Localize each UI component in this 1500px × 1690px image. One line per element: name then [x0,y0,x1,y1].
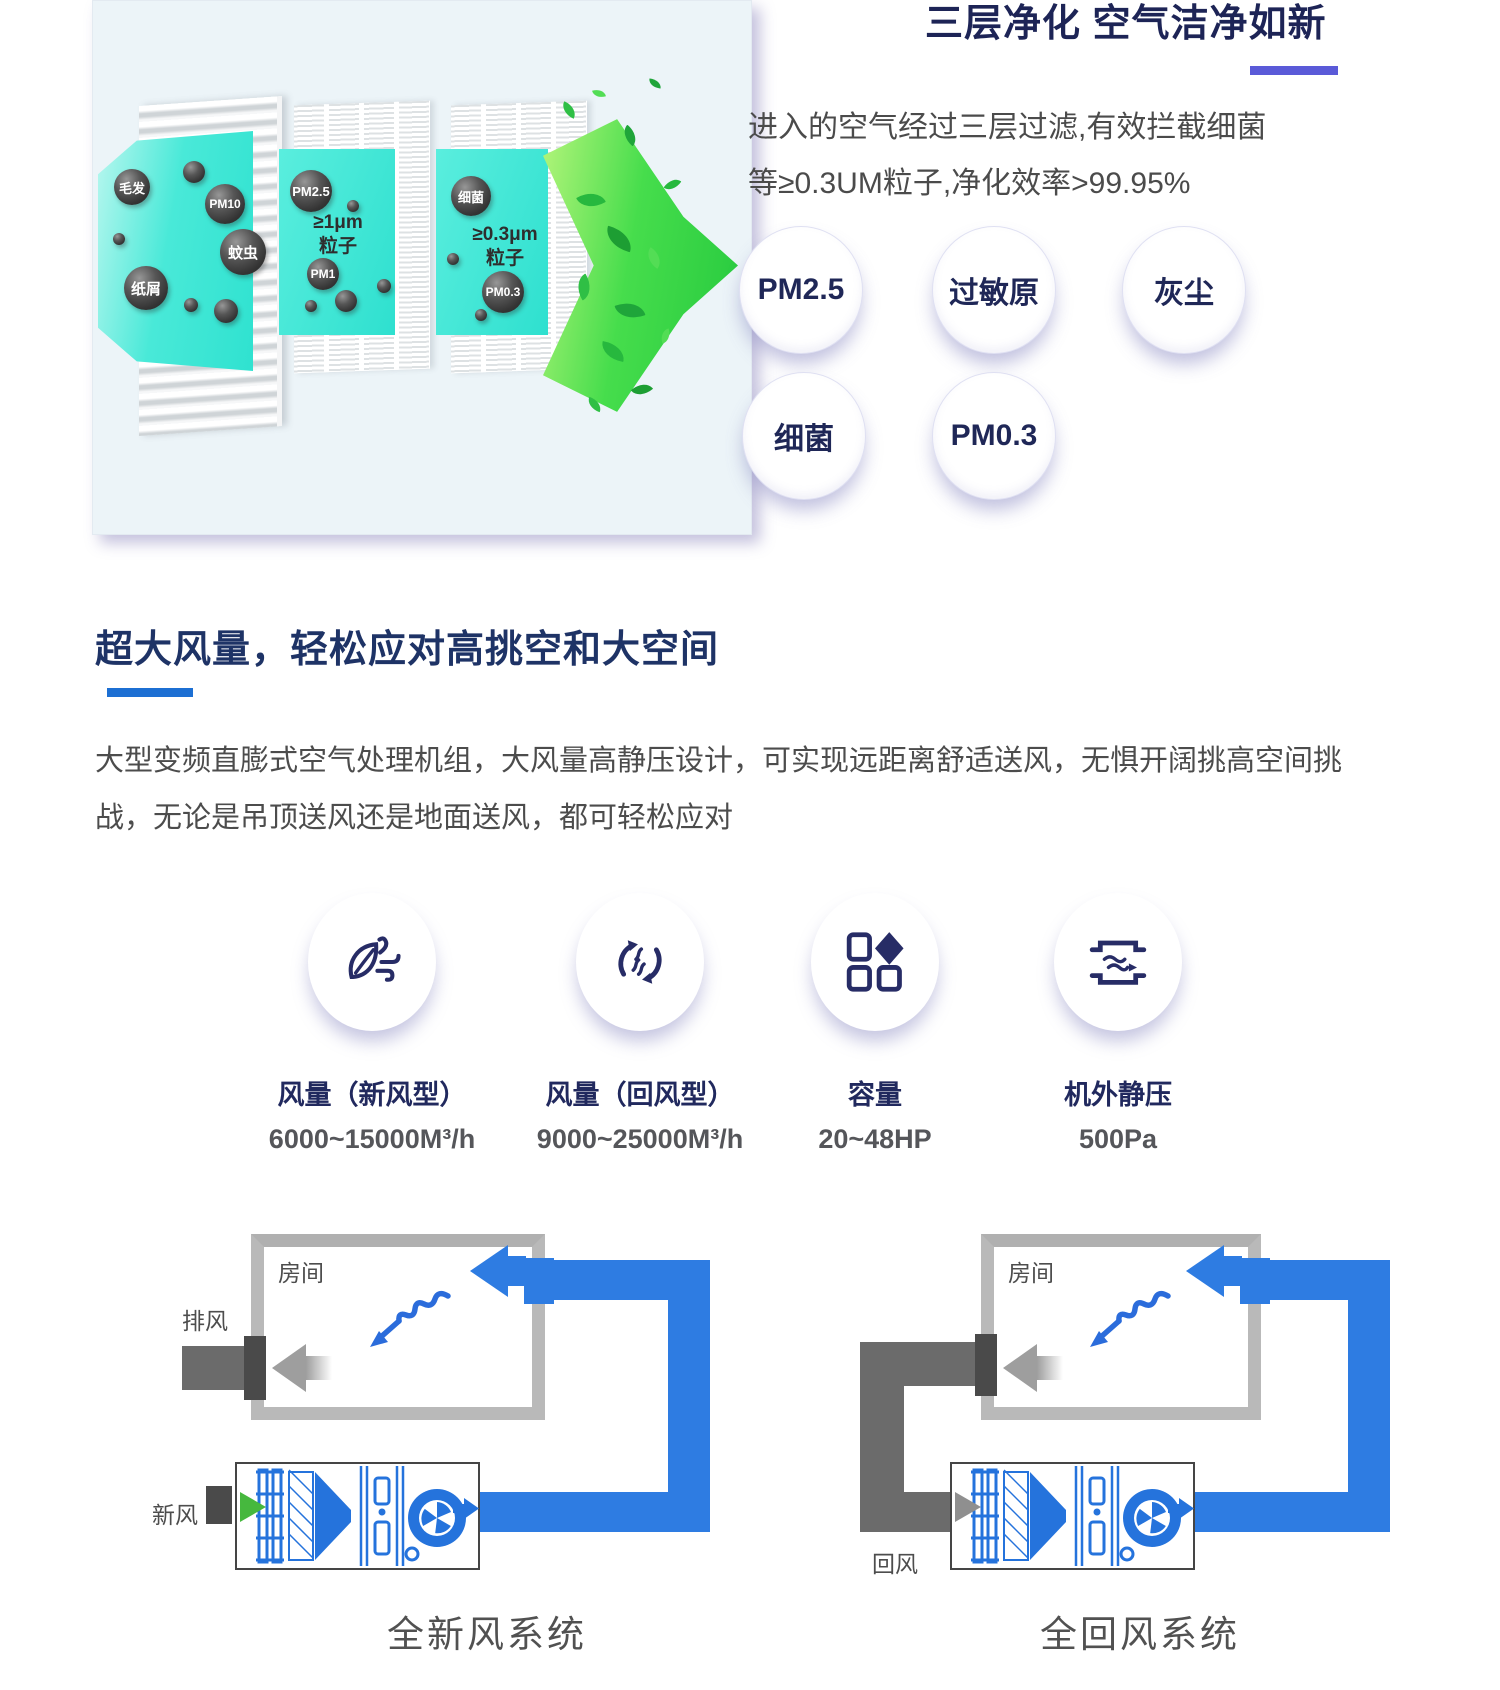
spec-label: 风量（新风型） [277,1080,467,1110]
circulation-icon [618,940,662,984]
return-arrow-tail [1037,1356,1063,1380]
particle-dot [447,253,459,265]
spec-icon-circle [308,893,436,1031]
stage2-caption: ≥1μm 粒子 [313,212,363,257]
supply-arrow-tail [506,1256,526,1286]
particle-dot [335,290,357,312]
badge-bacteria: 细菌 [742,372,866,500]
leaf-icon [648,78,662,89]
spec-static-pressure: 机外静压 500Pa [984,893,1252,1155]
badge-pm25: PM2.5 [739,226,863,354]
spec-label: 风量（回风型） [545,1080,735,1110]
leaf-wind-icon [348,936,401,982]
return-supply-arrow-icon [1186,1245,1224,1297]
title-underline [1250,66,1338,75]
accent-bar [107,688,193,697]
return-supply-pipe-vertical [1348,1260,1390,1532]
supply-pipe-bottom [478,1492,710,1532]
spec-label: 容量 [848,1080,902,1110]
return-air-caption: 全回风系统 [1040,1614,1240,1655]
spec-icon-circle [1054,893,1182,1031]
spec-value: 9000~25000M³/h [536,1124,744,1154]
modules-icon [846,932,904,992]
return-supply-arrow-tail [1222,1256,1242,1286]
particle-mosquito: 蚊虫 [220,229,266,275]
exhaust-label: 排风 [182,1308,228,1334]
particle-pm1: PM1 [307,258,339,290]
supply-inlet-stub [524,1258,554,1304]
airflow-squiggle-icon [1090,1290,1171,1347]
spec-value: 20~48HP [818,1124,932,1154]
purify-description: 进入的空气经过三层过滤,有效拦截细菌 等≥0.3UM粒子,净化效率>99.95% [748,111,1267,200]
fresh-air-arrow-icon [240,1492,266,1522]
particle-dot [184,298,198,312]
fresh-air-caption: 全新风系统 [387,1614,587,1655]
badge-pm03: PM0.3 [932,372,1056,500]
return-supply-pipe-bottom [1193,1492,1390,1532]
return-label: 回风 [872,1551,918,1577]
supply-arrow-icon [470,1245,508,1297]
fresh-air-label: 新风 [152,1502,198,1528]
fresh-air-stub [206,1486,232,1524]
leaf-icon [592,87,606,100]
airflow-squiggle-icon [370,1290,451,1347]
particle-dot [475,309,487,321]
supply-pipe-vertical [668,1260,710,1532]
purify-section-title: 三层净化 空气洁净如新 [925,3,1327,45]
spec-return-airflow: 风量（回风型） 9000~25000M³/h [506,893,774,1155]
spec-label: 机外静压 [1064,1080,1172,1110]
room-box-fresh [251,1234,545,1420]
particle-hair: 毛发 [114,169,150,205]
duct-pressure-icon [1089,940,1147,985]
return-pipe-bottom [860,1492,952,1532]
return-inlet-arrow-icon [955,1492,981,1522]
exhaust-arrow-tail [306,1356,332,1380]
particle-pm03: PM0.3 [482,271,524,313]
badge-dust: 灰尘 [1122,226,1246,354]
particle-dot [377,279,391,293]
leaf-icon [663,175,682,194]
room-label: 房间 [1008,1260,1054,1286]
return-arrow-icon [1003,1344,1037,1392]
return-outlet-stub [975,1334,997,1396]
particle-dot [113,233,125,245]
exhaust-duct [182,1346,248,1390]
particle-dot [183,161,205,183]
particle-dot [347,200,359,212]
spec-capacity: 容量 20~48HP [741,893,1009,1155]
spec-icon-circle [576,893,704,1031]
spec-value: 500Pa [1078,1124,1158,1154]
filter-stages-image: 毛发 PM10 蚊虫 纸屑 PM2.5 ≥1μm 粒子 PM1 细菌 ≥0.3μ… [92,0,752,535]
badge-allergen: 过敏原 [932,226,1056,354]
spec-fresh-airflow: 风量（新风型） 6000~15000M³/h [238,893,506,1155]
ahu-unit-illustration [950,1462,1195,1570]
stage3-caption: ≥0.3μm 粒子 [472,224,538,269]
particle-paper: 纸屑 [124,266,168,310]
spec-value: 6000~15000M³/h [268,1124,476,1154]
particle-dot [214,299,238,323]
particle-bacteria: 细菌 [451,176,491,216]
airflow-description: 大型变频直膨式空气处理机组，大风量高静压设计，可实现远距离舒适送风，无惧开阔挑高… [95,745,1343,834]
particle-pm25: PM2.5 [290,170,332,212]
return-supply-inlet-stub [1240,1258,1270,1304]
particle-pm10: PM10 [205,184,245,224]
airflow-section-title: 超大风量，轻松应对高挑空和大空间 [95,629,720,671]
particle-dot [305,300,317,312]
room-label: 房间 [278,1260,324,1286]
ahu-unit-illustration [235,1462,480,1570]
exhaust-stub [244,1336,266,1400]
spec-icon-circle [811,893,939,1031]
exhaust-arrow-icon [272,1344,306,1392]
